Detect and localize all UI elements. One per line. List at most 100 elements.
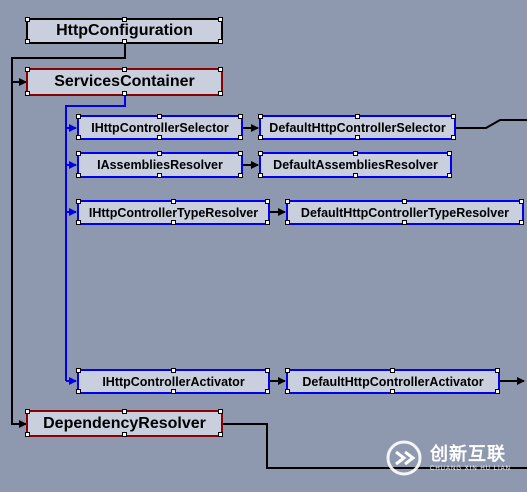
- resize-handle[interactable]: [25, 67, 30, 72]
- node-ihttp-controller-activator-label: IHttpControllerActivator: [102, 374, 245, 389]
- resize-handle[interactable]: [238, 135, 243, 140]
- resize-handle[interactable]: [265, 389, 270, 394]
- resize-handle[interactable]: [25, 432, 30, 437]
- resize-handle[interactable]: [157, 114, 162, 119]
- node-dependency-resolver-label: DependencyResolver: [43, 414, 206, 432]
- node-ihttp-controller-type-resolver-label: IHttpControllerTypeResolver: [88, 205, 259, 220]
- node-default-http-controller-selector[interactable]: DefaultHttpControllerSelector: [258, 114, 456, 140]
- node-default-http-controller-activator-label: DefaultHttpControllerActivator: [302, 374, 484, 389]
- resize-handle[interactable]: [352, 151, 358, 156]
- resize-handle[interactable]: [390, 389, 395, 394]
- resize-handle[interactable]: [76, 173, 81, 178]
- resize-handle[interactable]: [495, 368, 500, 373]
- connector-services-trunk: [65, 96, 126, 381]
- resize-handle[interactable]: [76, 135, 81, 140]
- resize-handle[interactable]: [121, 17, 127, 22]
- resize-handle[interactable]: [238, 151, 243, 156]
- resize-handle[interactable]: [218, 39, 223, 44]
- resize-handle[interactable]: [25, 91, 30, 96]
- watermark-logo-icon: [386, 440, 422, 476]
- node-default-http-controller-type-resolver-label: DefaultHttpControllerTypeResolver: [300, 205, 510, 220]
- watermark-text: 创新互联 CHUANG XIN HU LIAN: [430, 445, 511, 472]
- resize-handle[interactable]: [285, 199, 290, 204]
- resize-handle[interactable]: [121, 67, 127, 72]
- resize-handle[interactable]: [354, 114, 360, 119]
- node-default-http-controller-type-resolver[interactable]: DefaultHttpControllerTypeResolver: [285, 199, 524, 225]
- resize-handle[interactable]: [121, 409, 127, 414]
- resize-handle[interactable]: [25, 17, 30, 22]
- watermark-text-cn: 创新互联: [430, 443, 506, 464]
- resize-handle[interactable]: [76, 151, 81, 156]
- connector-config-to-resolver: [11, 82, 27, 428]
- resize-handle[interactable]: [25, 39, 30, 44]
- resize-handle[interactable]: [76, 368, 81, 373]
- resize-handle[interactable]: [238, 114, 243, 119]
- resize-handle[interactable]: [285, 389, 290, 394]
- node-iassemblies-resolver[interactable]: IAssembliesResolver: [76, 151, 243, 178]
- connector-resolver-offscreen: [222, 423, 527, 469]
- node-dependency-resolver[interactable]: DependencyResolver: [25, 409, 223, 437]
- resize-handle[interactable]: [447, 151, 452, 156]
- resize-handle[interactable]: [218, 432, 223, 437]
- resize-handle[interactable]: [285, 220, 290, 225]
- resize-handle[interactable]: [76, 220, 81, 225]
- resize-handle[interactable]: [157, 151, 162, 156]
- resize-handle[interactable]: [447, 173, 452, 178]
- node-services-container-label: ServicesContainer: [54, 73, 195, 90]
- resize-handle[interactable]: [218, 17, 223, 22]
- node-services-container[interactable]: ServicesContainer: [25, 67, 223, 96]
- node-iassemblies-resolver-label: IAssembliesResolver: [97, 158, 223, 172]
- node-default-assemblies-resolver-label: DefaultAssembliesResolver: [273, 158, 438, 172]
- resize-handle[interactable]: [519, 220, 524, 225]
- resize-handle[interactable]: [495, 389, 500, 394]
- resize-handle[interactable]: [121, 91, 127, 96]
- node-ihttp-controller-selector-label: IHttpControllerSelector: [91, 120, 229, 135]
- node-default-assemblies-resolver[interactable]: DefaultAssembliesResolver: [258, 151, 452, 178]
- resize-handle[interactable]: [218, 409, 223, 414]
- resize-handle[interactable]: [402, 220, 407, 225]
- resize-handle[interactable]: [121, 432, 127, 437]
- resize-handle[interactable]: [265, 368, 270, 373]
- resize-handle[interactable]: [121, 39, 127, 44]
- resize-handle[interactable]: [390, 368, 395, 373]
- resize-handle[interactable]: [157, 173, 162, 178]
- connector-selector-offscreen: [456, 119, 527, 129]
- node-default-http-controller-activator[interactable]: DefaultHttpControllerActivator: [285, 368, 500, 394]
- resize-handle[interactable]: [354, 135, 360, 140]
- resize-handle[interactable]: [76, 114, 81, 119]
- resize-handle[interactable]: [258, 151, 263, 156]
- resize-handle[interactable]: [451, 135, 456, 140]
- watermark: 创新互联 CHUANG XIN HU LIAN: [386, 440, 511, 476]
- resize-handle[interactable]: [265, 199, 270, 204]
- resize-handle[interactable]: [352, 173, 358, 178]
- node-ihttp-controller-selector[interactable]: IHttpControllerSelector: [76, 114, 243, 140]
- resize-handle[interactable]: [285, 368, 290, 373]
- watermark-text-en: CHUANG XIN HU LIAN: [430, 465, 512, 472]
- resize-handle[interactable]: [157, 135, 162, 140]
- resize-handle[interactable]: [258, 173, 263, 178]
- node-ihttp-controller-type-resolver[interactable]: IHttpControllerTypeResolver: [76, 199, 270, 225]
- resize-handle[interactable]: [25, 409, 30, 414]
- resize-handle[interactable]: [451, 114, 456, 119]
- resize-handle[interactable]: [170, 199, 176, 204]
- resize-handle[interactable]: [170, 368, 176, 373]
- node-http-configuration-label: HttpConfiguration: [56, 22, 193, 39]
- connector-config-to-services: [11, 44, 126, 86]
- resize-handle[interactable]: [170, 389, 176, 394]
- node-default-http-controller-selector-label: DefaultHttpControllerSelector: [269, 120, 446, 135]
- resize-handle[interactable]: [519, 199, 524, 204]
- resize-handle[interactable]: [76, 389, 81, 394]
- node-http-configuration[interactable]: HttpConfiguration: [25, 17, 223, 44]
- resize-handle[interactable]: [258, 114, 263, 119]
- resize-handle[interactable]: [265, 220, 270, 225]
- resize-handle[interactable]: [76, 199, 81, 204]
- resize-handle[interactable]: [258, 135, 263, 140]
- resize-handle[interactable]: [402, 199, 407, 204]
- resize-handle[interactable]: [238, 173, 243, 178]
- node-ihttp-controller-activator[interactable]: IHttpControllerActivator: [76, 368, 270, 394]
- resize-handle[interactable]: [170, 220, 176, 225]
- resize-handle[interactable]: [218, 67, 223, 72]
- resize-handle[interactable]: [218, 91, 223, 96]
